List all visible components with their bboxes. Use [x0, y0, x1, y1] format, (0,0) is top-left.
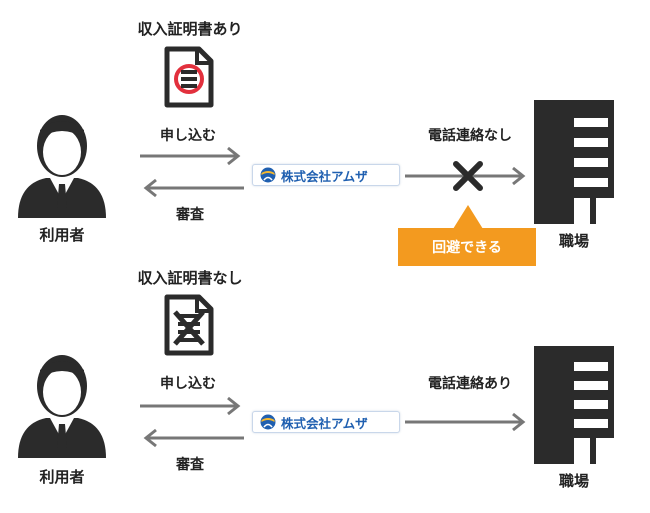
- user-label-top: 利用者: [39, 226, 85, 244]
- user-icon: [18, 115, 106, 218]
- review-arrow-top: [143, 178, 244, 198]
- building-icon: [534, 346, 614, 464]
- workplace-label-bottom: 職場: [558, 472, 589, 490]
- income-certificate-icon: [164, 46, 214, 108]
- apply-label-top: 申し込む: [160, 128, 216, 144]
- company-name-bottom: 株式会社アムザ: [281, 415, 368, 431]
- call-label-top: 電話連絡なし: [428, 128, 512, 144]
- apply-label-bottom: 申し込む: [160, 376, 216, 392]
- review-arrow-bottom: [143, 428, 244, 448]
- avoid-callout: 回避できる: [398, 228, 536, 266]
- user-icon: [18, 355, 106, 458]
- company-name-top: 株式会社アムザ: [281, 168, 368, 184]
- no-certificate-icon: [164, 294, 214, 356]
- call-arrow-bottom: [405, 412, 526, 432]
- review-label-bottom: 審査: [176, 457, 204, 473]
- review-label-top: 審査: [176, 207, 204, 223]
- company-logo-icon: [260, 167, 276, 183]
- company-logo-icon: [260, 414, 276, 430]
- document-label-bottom: 収入証明書なし: [137, 269, 243, 287]
- document-label-top: 収入証明書あり: [137, 20, 243, 38]
- company-badge-bottom: 株式会社アムザ: [252, 411, 400, 433]
- callout-text: 回避できる: [432, 240, 502, 256]
- building-icon: [534, 100, 614, 224]
- call-label-bottom: 電話連絡あり: [428, 376, 512, 392]
- blocked-x-icon: [453, 161, 483, 191]
- apply-arrow-bottom: [140, 396, 241, 416]
- company-badge-top: 株式会社アムザ: [252, 164, 400, 186]
- user-label-bottom: 利用者: [39, 468, 85, 486]
- callout-pointer: [453, 205, 483, 229]
- apply-arrow-top: [140, 146, 241, 166]
- workplace-label-top: 職場: [558, 232, 589, 250]
